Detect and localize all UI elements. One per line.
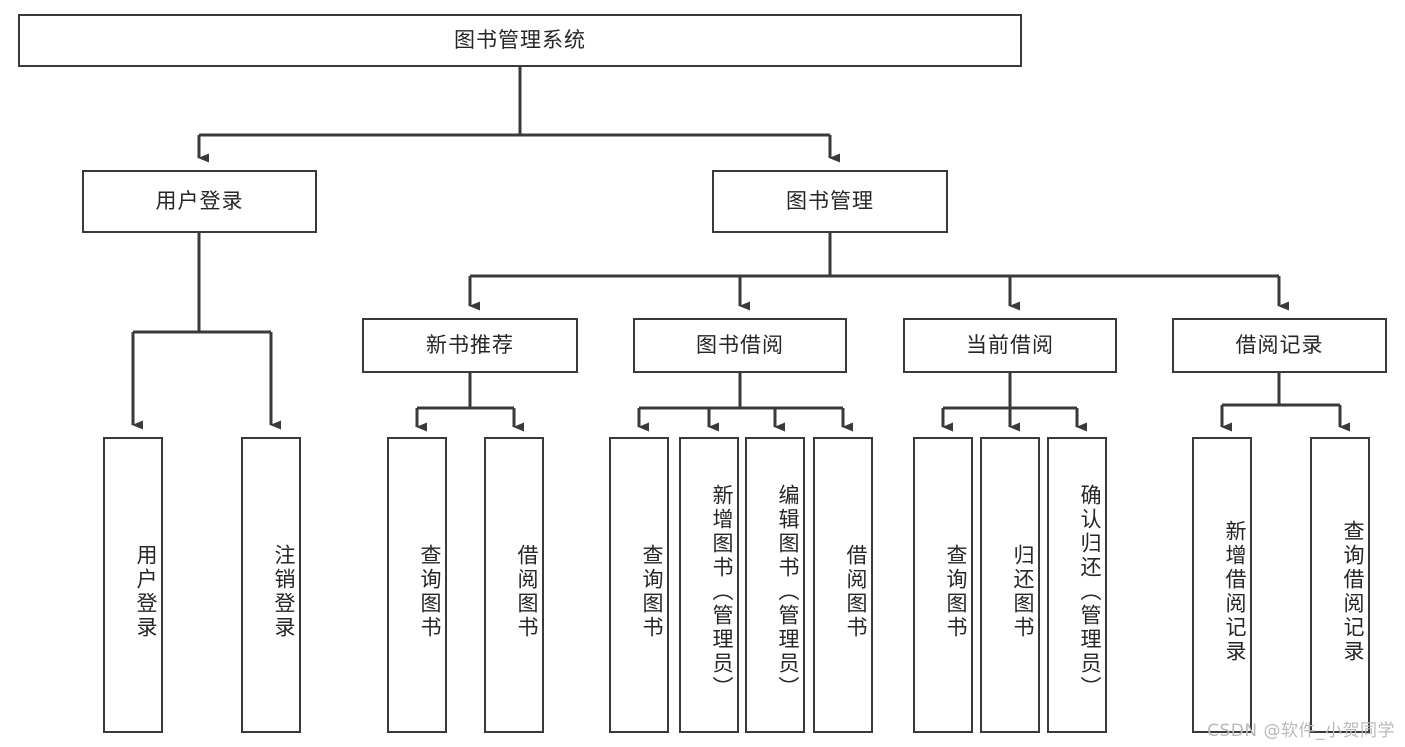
leaf-query-book-recommend[interactable]: 查询图书	[387, 437, 447, 733]
node-root-system[interactable]: 图书管理系统	[18, 14, 1022, 67]
node-borrow-record[interactable]: 借阅记录	[1172, 318, 1387, 373]
leaf-query-borrow-record[interactable]: 查询借阅记录	[1310, 437, 1370, 733]
node-label: 注销登录	[272, 544, 296, 640]
node-label: 查询图书	[418, 544, 442, 640]
node-label: 编辑图书（管理员）	[776, 484, 800, 700]
leaf-query-book-borrow[interactable]: 查询图书	[609, 437, 669, 733]
node-new-book-recommend[interactable]: 新书推荐	[362, 318, 578, 373]
node-label: 新增图书（管理员）	[710, 484, 734, 700]
leaf-logout-login[interactable]: 注销登录	[241, 437, 301, 733]
node-label: 确认归还（管理员）	[1078, 484, 1102, 700]
leaf-confirm-return-admin[interactable]: 确认归还（管理员）	[1047, 437, 1107, 733]
node-label: 查询图书	[640, 544, 664, 640]
node-label: 借阅记录	[1235, 332, 1324, 357]
node-label: 借阅图书	[844, 544, 868, 640]
leaf-query-book-current[interactable]: 查询图书	[913, 437, 973, 733]
leaf-add-book-admin[interactable]: 新增图书（管理员）	[679, 437, 739, 733]
node-label: 查询图书	[944, 544, 968, 640]
node-book-borrow[interactable]: 图书借阅	[633, 318, 847, 373]
node-label: 图书管理系统	[454, 27, 586, 52]
csdn-watermark: CSDN @软件_小贺同学	[1207, 721, 1395, 741]
leaf-user-login[interactable]: 用户登录	[103, 437, 163, 733]
node-book-manage[interactable]: 图书管理	[712, 170, 948, 233]
node-label: 新书推荐	[426, 332, 514, 357]
node-label: 新增借阅记录	[1223, 520, 1247, 664]
node-current-borrow[interactable]: 当前借阅	[903, 318, 1117, 373]
node-label: 借阅图书	[515, 544, 539, 640]
node-label: 当前借阅	[966, 332, 1054, 357]
node-user-login[interactable]: 用户登录	[82, 170, 317, 233]
leaf-borrow-book-borrow[interactable]: 借阅图书	[813, 437, 873, 733]
node-label: 用户登录	[134, 544, 158, 640]
node-label: 图书借阅	[696, 332, 784, 357]
leaf-add-borrow-record[interactable]: 新增借阅记录	[1192, 437, 1252, 733]
leaf-return-book[interactable]: 归还图书	[980, 437, 1040, 733]
leaf-edit-book-admin[interactable]: 编辑图书（管理员）	[745, 437, 805, 733]
leaf-borrow-book-recommend[interactable]: 借阅图书	[484, 437, 544, 733]
node-label: 归还图书	[1011, 544, 1035, 640]
node-label: 用户登录	[155, 188, 244, 213]
node-label: 图书管理	[786, 188, 874, 213]
node-label: 查询借阅记录	[1341, 520, 1365, 664]
